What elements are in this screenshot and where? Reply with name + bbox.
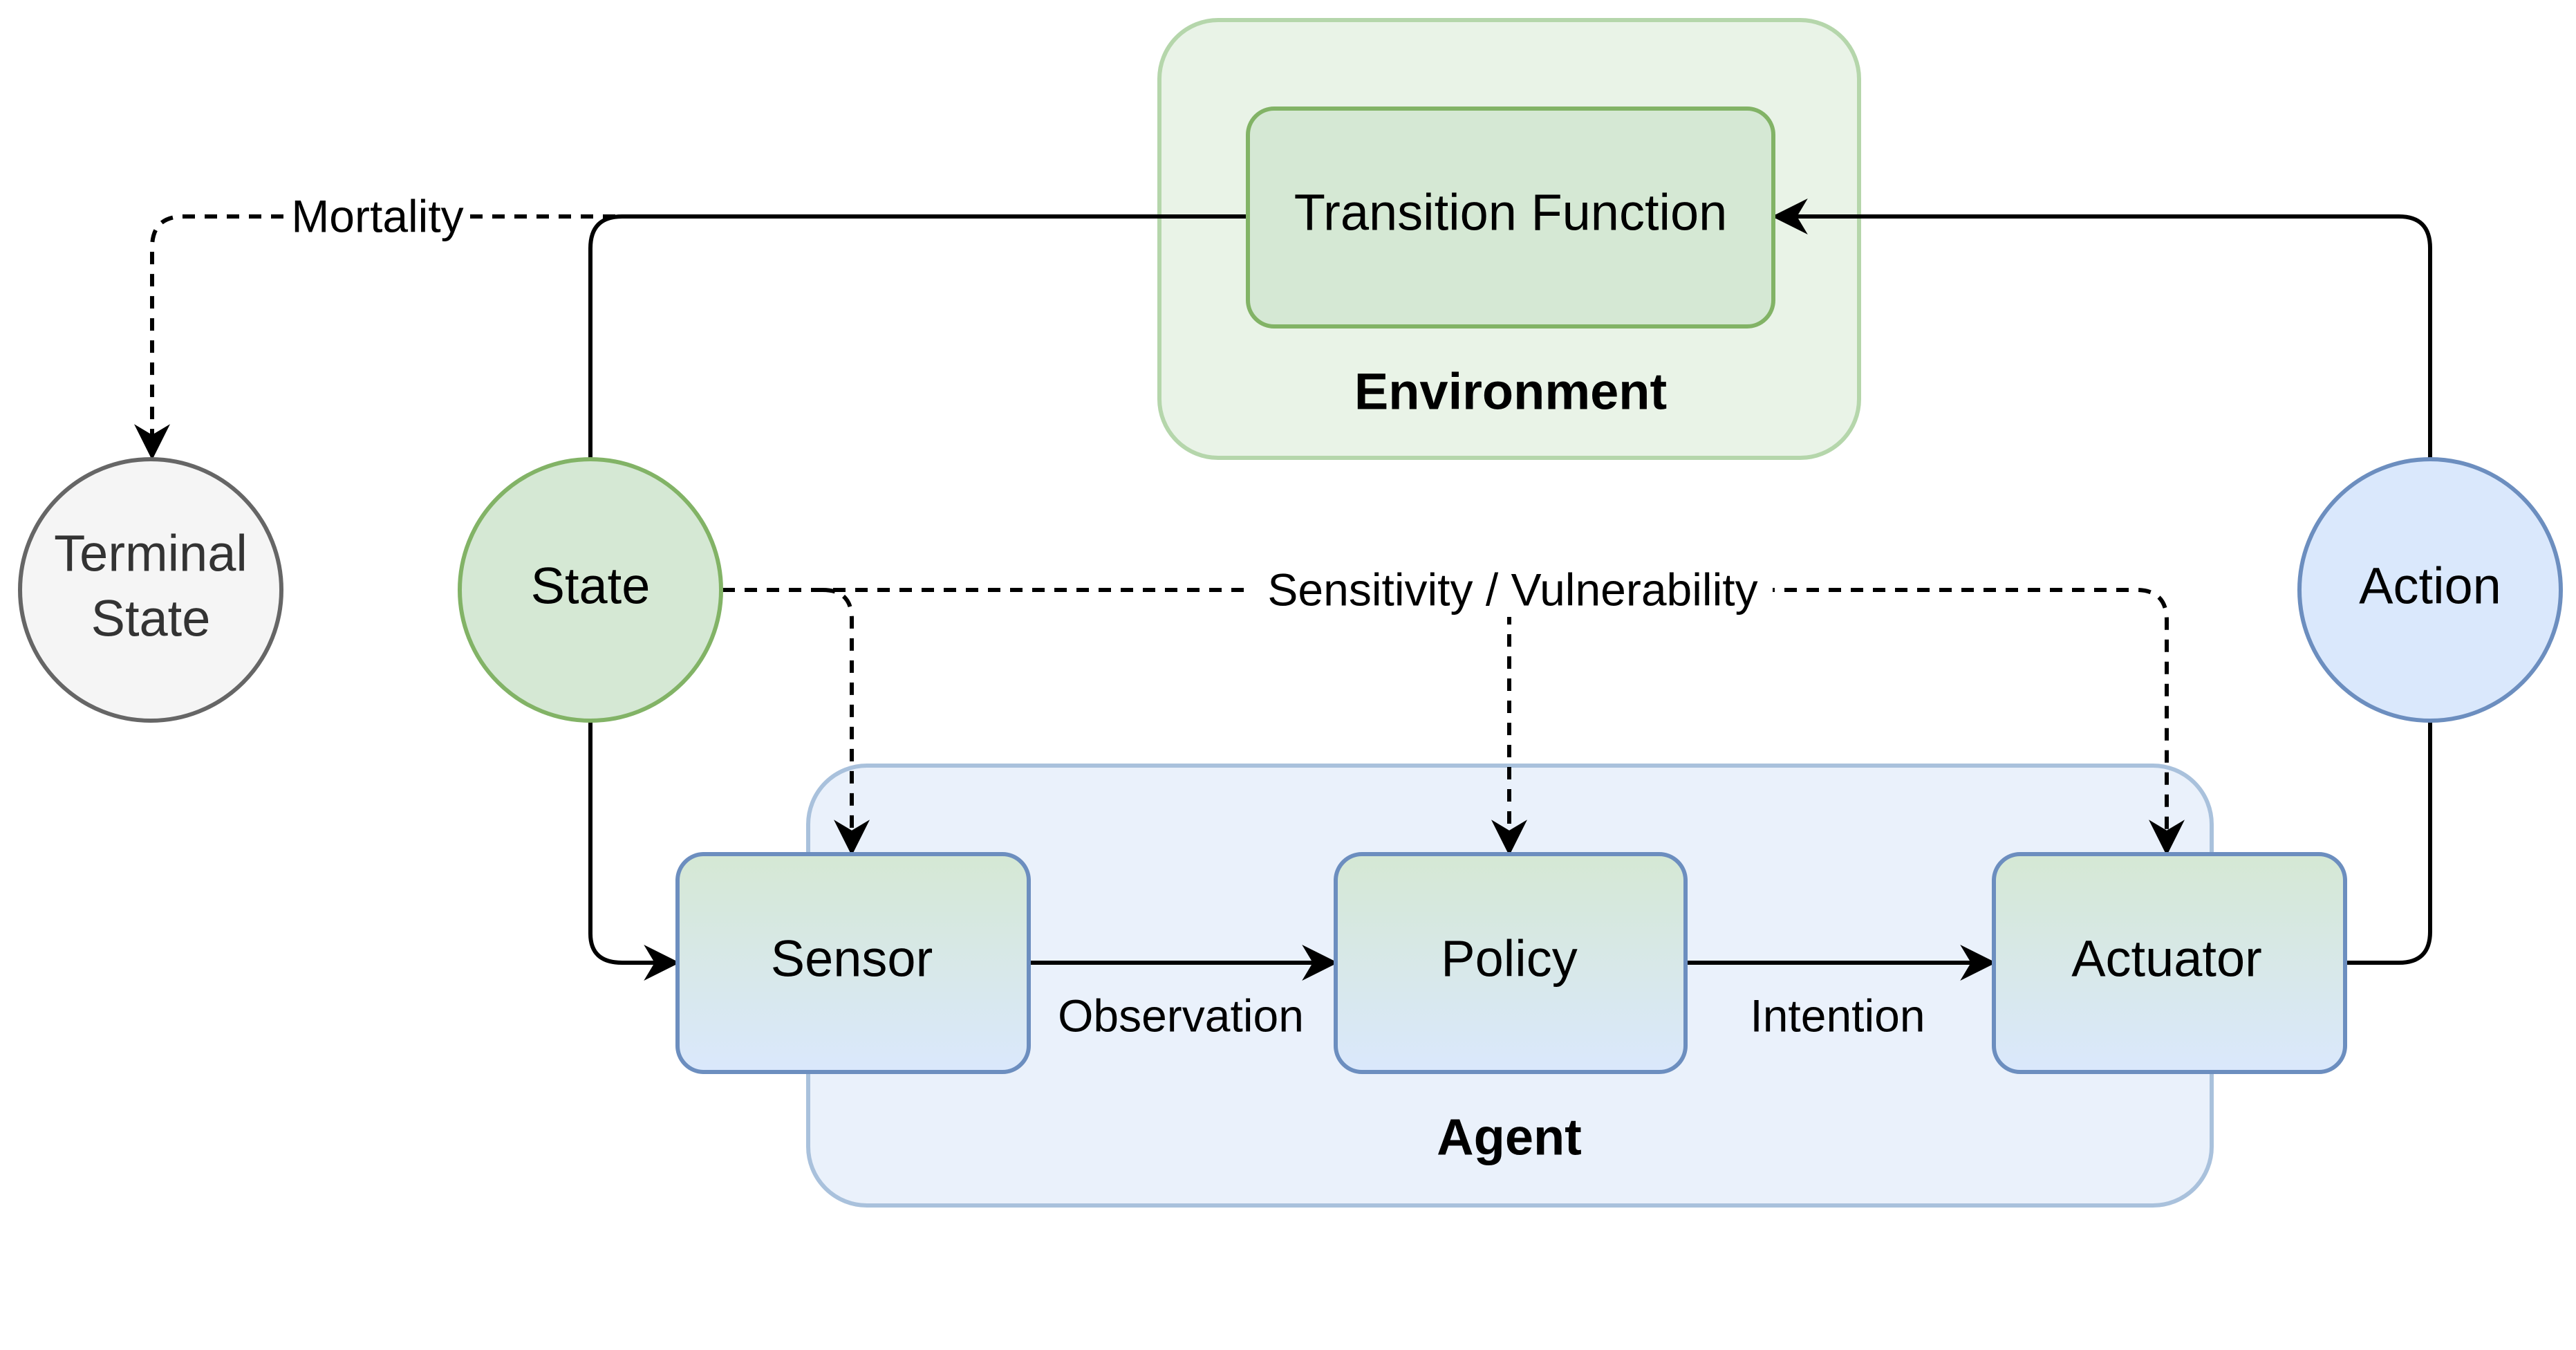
mortality-edge [134, 214, 615, 461]
state-loop-edge [588, 214, 1248, 459]
sensitivity-label-bg [1253, 566, 1773, 617]
sensitivity-edge-main [722, 588, 2185, 856]
agent-label: Agent [1437, 1109, 1582, 1166]
sensor-node: Sensor [675, 852, 1031, 1074]
state-to-sensor-edge [588, 721, 680, 981]
terminal-state-label-line2: State [91, 590, 211, 647]
policy-node: Policy [1334, 852, 1688, 1074]
action-label: Action [2359, 557, 2501, 615]
state-node: State [458, 457, 723, 723]
terminal-state-label-line1: Terminal [54, 525, 248, 582]
environment-label: Environment [1354, 363, 1667, 420]
state-label: State [531, 557, 651, 615]
sensor-label: Sensor [771, 930, 933, 988]
policy-label: Policy [1441, 930, 1577, 988]
sensitivity-label: Sensitivity / Vulnerability [1267, 564, 1757, 615]
transition-function-label: Transition Function [1294, 184, 1728, 241]
actuator-label: Actuator [2071, 930, 2262, 988]
action-to-transition-edge [1771, 198, 2432, 459]
actuator-to-action-edge [2346, 721, 2432, 965]
mortality-label: Mortality [291, 190, 463, 241]
terminal-state-node: Terminal State [18, 457, 283, 723]
intention-label: Intention [1750, 990, 1925, 1041]
sensitivity-edge-sensor [822, 588, 870, 856]
action-node: Action [2297, 457, 2563, 723]
mortality-label-bg [283, 192, 470, 243]
observation-label: Observation [1058, 990, 1304, 1041]
actuator-node: Actuator [1992, 852, 2347, 1074]
transition-function-node: Transition Function [1246, 107, 1775, 329]
